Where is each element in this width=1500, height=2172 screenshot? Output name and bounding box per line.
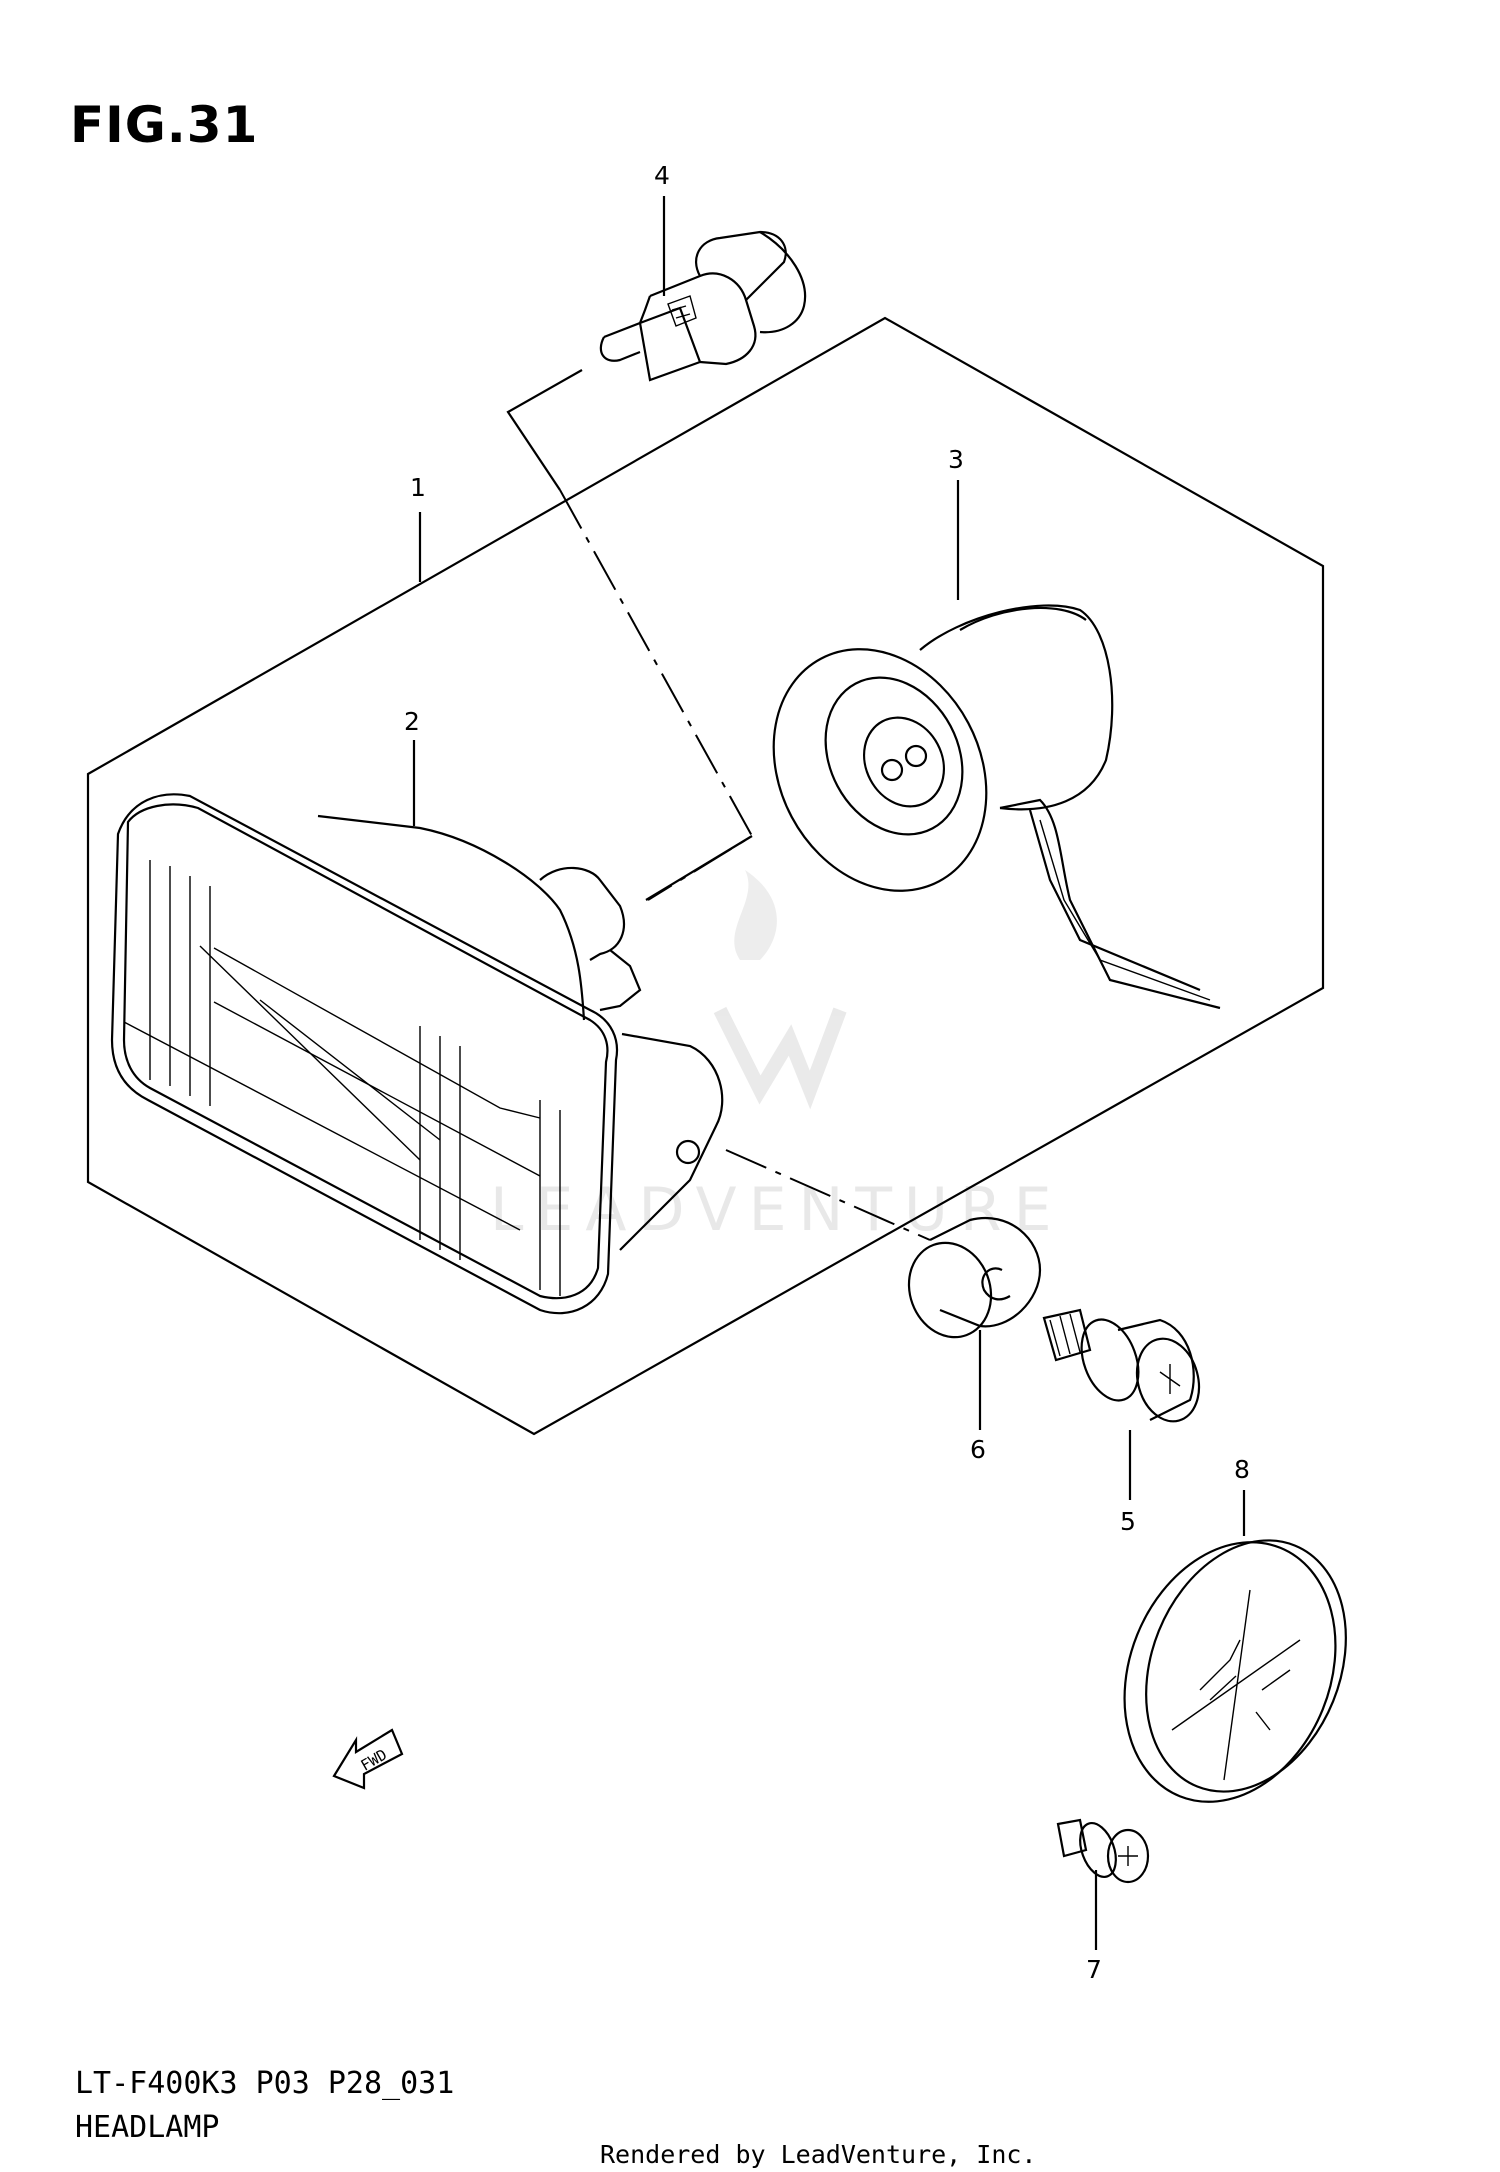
bulb-part-4 [599,230,807,382]
callout-2: 2 [404,707,420,736]
leader-lines [412,196,1246,1950]
headlamp-unit-part-2 [110,793,724,1315]
callout-5: 5 [1120,1507,1136,1536]
render-credit: Rendered by LeadVenture, Inc. [600,2140,1037,2169]
headlamp-to-socket-line [645,835,753,901]
figure-title: FIG.31 [70,96,259,154]
watermark-text: LEADVENTURE [490,1175,1064,1245]
callout-1: 1 [410,473,426,502]
assembly-outline [86,316,1325,1436]
bulb-leader-bracket [506,369,583,491]
fwd-label: FWD [358,1746,390,1775]
bulb-axis-line [559,489,754,901]
socket-part-3 [772,604,1221,1010]
callout-7: 7 [1086,1955,1102,1984]
callout-4: 4 [654,161,670,190]
fwd-arrow-icon: FWD [332,1728,404,1790]
callout-6: 6 [970,1435,986,1464]
grommet-axis-line [725,1149,931,1241]
grommet-part-6 [907,1217,1042,1339]
callout-3: 3 [948,445,964,474]
figure-name: HEADLAMP [75,2110,220,2145]
leadventure-watermark: LEADVENTURE [490,870,1064,1245]
bolt-part-5 [1042,1308,1201,1423]
model-code: LT-F400K3 P03 P28_031 [75,2066,455,2101]
callout-8: 8 [1234,1455,1250,1484]
cap-part-8 [1123,1539,1347,1803]
screw-part-7 [1056,1818,1150,1884]
